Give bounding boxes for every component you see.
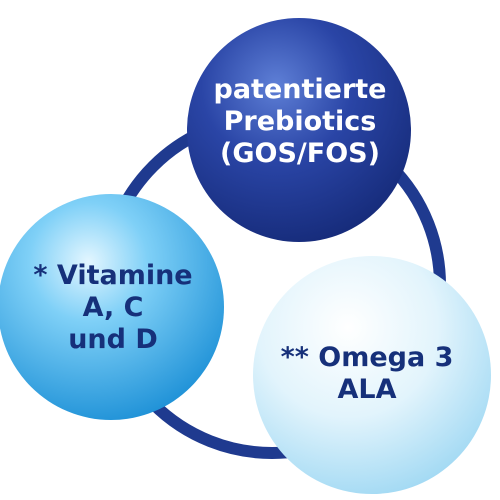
top-label-line-1: patentierte <box>213 74 387 105</box>
right-label-line-2: ALA <box>337 373 397 405</box>
left-label-line-1: * Vitamine <box>33 260 193 291</box>
top-label-line-2: Prebiotics <box>223 105 377 137</box>
top-label-line-3: (GOS/FOS) <box>220 137 380 169</box>
left-circle <box>0 194 224 420</box>
right-circle-label: ** Omega 3 ALA <box>252 342 482 406</box>
left-label-line-3: und D <box>68 323 158 355</box>
right-label-line-1: ** Omega 3 <box>280 342 454 373</box>
right-circle <box>253 256 491 494</box>
left-label-line-2: A, C <box>82 291 144 323</box>
top-circle-label: patentierte Prebiotics (GOS/FOS) <box>185 74 415 170</box>
left-circle-label: * Vitamine A, C und D <box>8 260 218 356</box>
top-circle <box>187 18 411 242</box>
